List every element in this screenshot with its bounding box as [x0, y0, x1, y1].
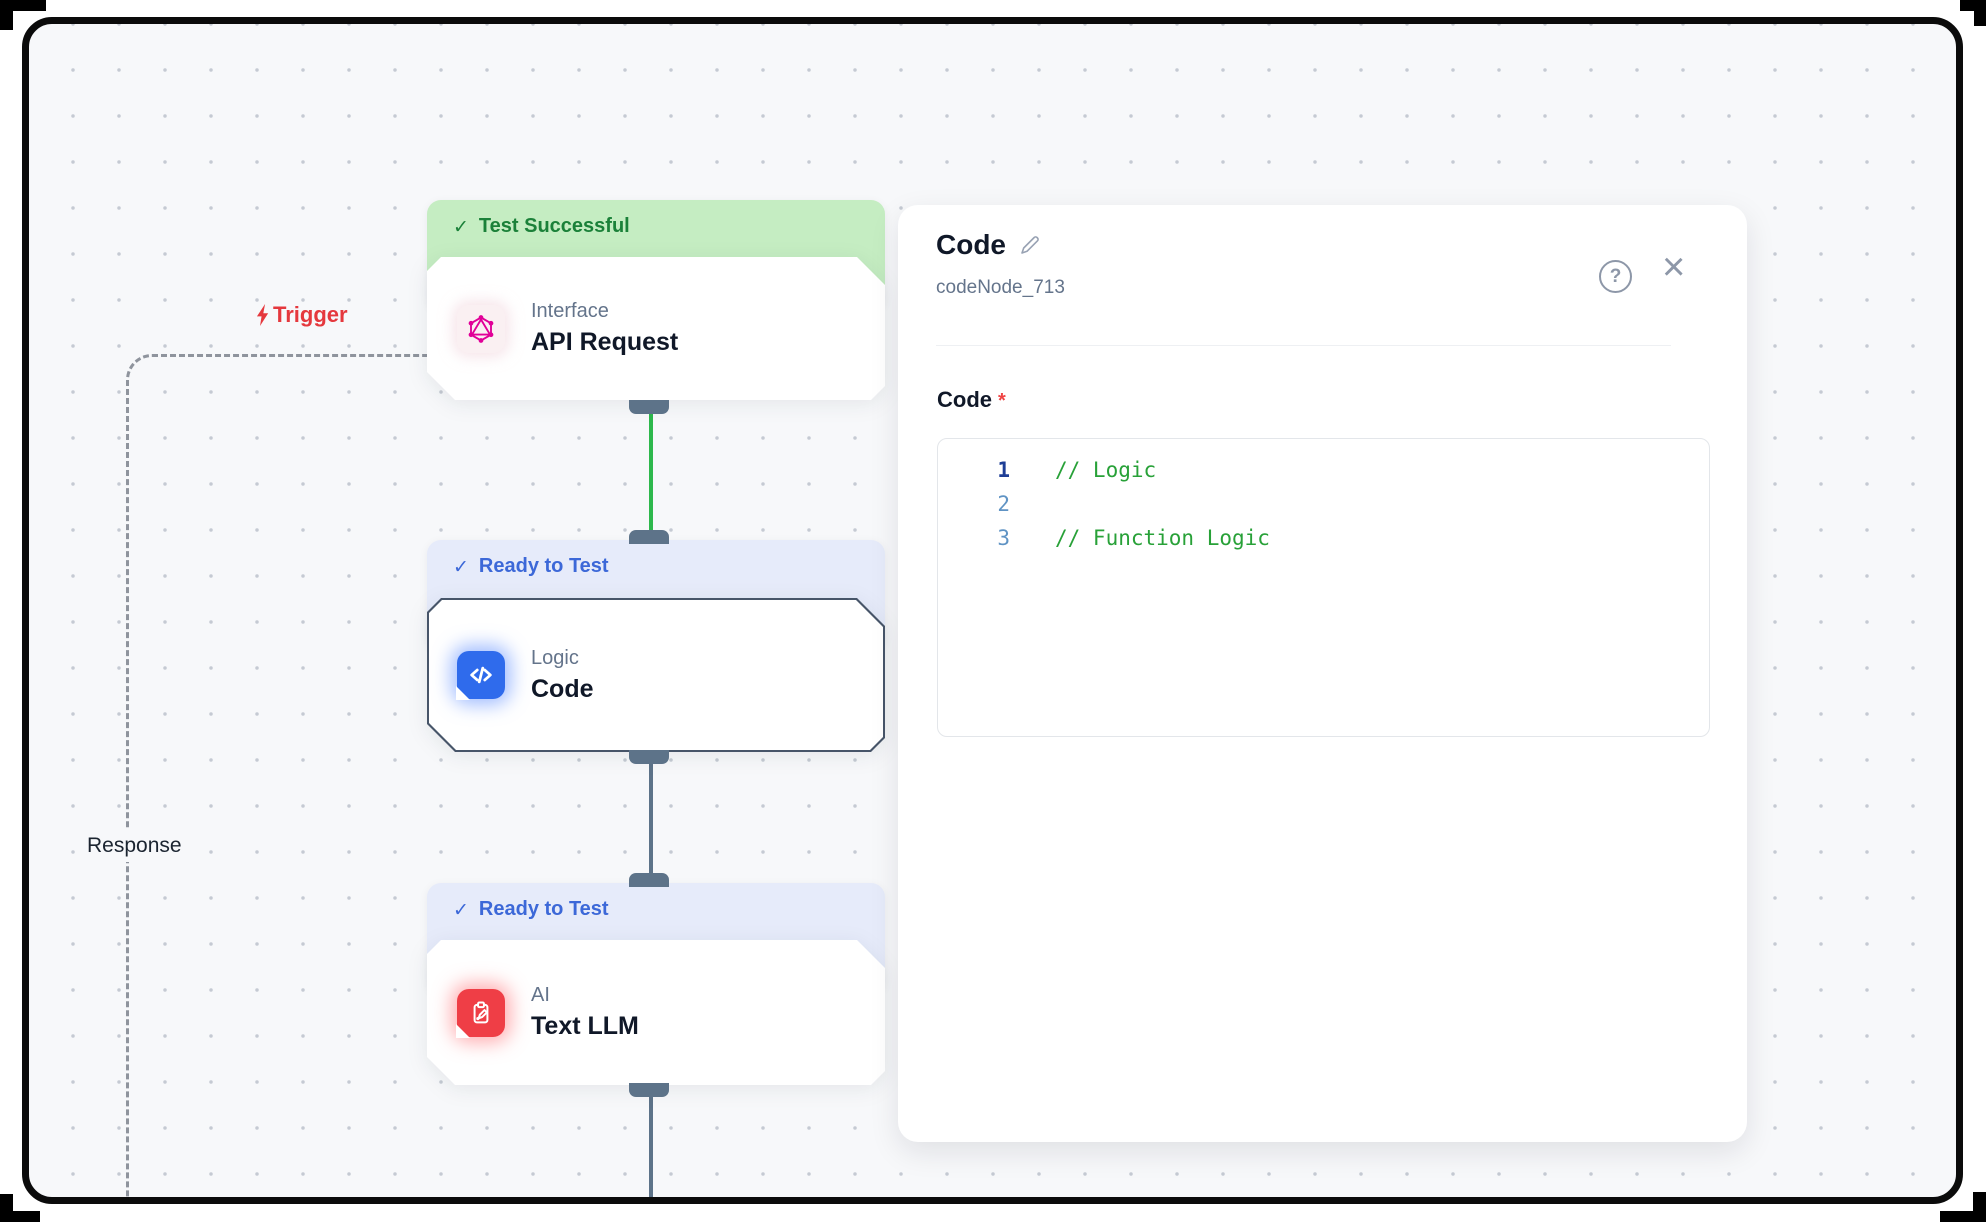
ai-clipboard-icon — [457, 989, 505, 1037]
node-card[interactable]: AI Text LLM — [427, 940, 885, 1085]
line-number: 2 — [938, 492, 1010, 516]
node-text-llm[interactable]: ✓ Ready to Test AI — [427, 883, 885, 1113]
workflow-canvas[interactable]: Trigger Response ✓ Test Successful — [22, 17, 1963, 1204]
connector-handle-output[interactable] — [629, 1083, 669, 1097]
response-label: Response — [77, 830, 192, 862]
node-title: Code — [531, 675, 594, 704]
required-asterisk: * — [998, 390, 1006, 412]
node-title: API Request — [531, 328, 678, 357]
node-id: codeNode_713 — [936, 277, 1065, 299]
check-icon: ✓ — [453, 216, 469, 239]
node-card[interactable]: Interface API Request — [427, 257, 885, 400]
config-panel: Code codeNode_713 ? × Code* 1 // Logic 2 — [898, 205, 1747, 1142]
response-connector-path — [126, 354, 427, 1204]
corner-mark-bottom-right — [1940, 1192, 1986, 1222]
node-api-request[interactable]: ✓ Test Successful — [427, 200, 885, 430]
status-text: Ready to Test — [479, 898, 609, 921]
line-number: 1 — [938, 458, 1010, 482]
node-card-selected[interactable]: Logic Code — [427, 598, 885, 752]
code-line: 1 // Logic — [938, 453, 1709, 487]
trigger-label: Trigger — [255, 302, 348, 328]
node-category: AI — [531, 984, 639, 1007]
check-icon: ✓ — [453, 899, 469, 922]
node-title: Text LLM — [531, 1012, 639, 1041]
panel-divider — [936, 345, 1671, 346]
node-category: Interface — [531, 300, 678, 323]
close-icon[interactable]: × — [1662, 247, 1685, 287]
status-text: Test Successful — [479, 215, 630, 238]
code-text: // Logic — [1010, 458, 1156, 482]
corner-mark-bottom-left — [0, 1194, 40, 1222]
corner-mark-top-left — [0, 0, 46, 30]
node-code[interactable]: ✓ Ready to Test Logic — [427, 540, 885, 780]
connector-handle-input[interactable] — [629, 530, 669, 544]
panel-title: Code — [936, 229, 1006, 261]
edit-pencil-icon[interactable] — [1018, 233, 1042, 257]
check-icon: ✓ — [453, 556, 469, 579]
trigger-label-text: Trigger — [273, 302, 348, 328]
corner-mark-top-right — [1960, 0, 1986, 26]
code-field-label: Code* — [937, 387, 1006, 413]
help-icon[interactable]: ? — [1599, 260, 1632, 293]
code-line: 2 — [938, 487, 1709, 521]
code-icon — [457, 651, 505, 699]
code-editor[interactable]: 1 // Logic 2 3 // Function Logic — [937, 438, 1710, 737]
connector-handle-input[interactable] — [629, 873, 669, 887]
node-category: Logic — [531, 647, 594, 670]
connector-line-green — [649, 413, 653, 534]
line-number: 3 — [938, 526, 1010, 550]
code-line: 3 // Function Logic — [938, 521, 1709, 555]
connector-handle-output[interactable] — [629, 750, 669, 764]
graphql-icon — [457, 305, 505, 353]
bolt-icon — [255, 304, 269, 326]
status-text: Ready to Test — [479, 555, 609, 578]
code-text: // Function Logic — [1010, 526, 1270, 550]
connector-handle-output[interactable] — [629, 400, 669, 414]
